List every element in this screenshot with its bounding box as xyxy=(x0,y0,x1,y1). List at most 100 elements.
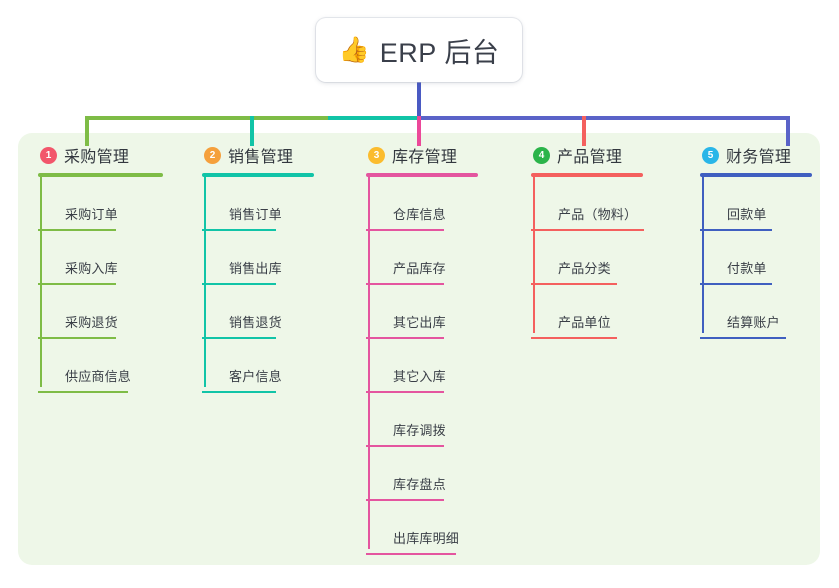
connector-drop-5 xyxy=(786,116,790,146)
node-label: 采购退货 xyxy=(65,315,118,330)
column-badge-5: 5 xyxy=(702,146,719,164)
node-label: 结算账户 xyxy=(727,315,780,330)
column-header-rule xyxy=(531,173,643,177)
column-badge-1: 1 xyxy=(40,146,57,164)
node-采购订单[interactable]: 采购订单 xyxy=(38,177,198,231)
node-label: 库存盘点 xyxy=(393,477,446,492)
connector-trunk-vertical xyxy=(417,82,421,118)
node-label: 采购订单 xyxy=(65,207,118,222)
node-销售订单[interactable]: 销售订单 xyxy=(202,177,362,231)
node-采购入库[interactable]: 采购入库 xyxy=(38,231,198,285)
column-title-label: 采购管理 xyxy=(64,149,130,166)
node-出库库明细[interactable]: 出库库明细 xyxy=(366,501,526,555)
connector-bus-green xyxy=(85,116,330,120)
connector-drop-1 xyxy=(85,116,89,146)
node-产品单位[interactable]: 产品单位 xyxy=(531,285,691,339)
node-label: 出库库明细 xyxy=(393,531,460,546)
connector-drop-4 xyxy=(582,116,586,146)
node-销售退货[interactable]: 销售退货 xyxy=(202,285,362,339)
node-rule xyxy=(531,229,644,231)
node-rule xyxy=(366,283,444,285)
column-items: 仓库信息产品库存其它出库其它入库库存调拨库存盘点出库库明细 xyxy=(366,177,526,555)
node-label: 销售出库 xyxy=(229,261,282,276)
node-rule xyxy=(531,283,617,285)
column-badge-4: 4 xyxy=(533,146,550,164)
column-title-label: 财务管理 xyxy=(726,149,792,166)
column-badge-3: 3 xyxy=(368,146,385,164)
node-label: 其它出库 xyxy=(393,315,446,330)
column-spine-line xyxy=(204,177,206,387)
node-产品库存[interactable]: 产品库存 xyxy=(366,231,526,285)
column-title-label: 销售管理 xyxy=(228,149,294,166)
column-header-3[interactable]: 3 库存管理 xyxy=(366,142,526,168)
thumbs-up-icon: 👍 xyxy=(338,35,370,64)
column-spine-line xyxy=(533,177,535,333)
node-label: 产品单位 xyxy=(558,315,611,330)
column-header-5[interactable]: 5 财务管理 xyxy=(700,142,839,168)
node-结算账户[interactable]: 结算账户 xyxy=(700,285,839,339)
node-label: 采购入库 xyxy=(65,261,118,276)
node-rule xyxy=(202,283,276,285)
column-header-rule xyxy=(202,173,314,177)
node-rule xyxy=(38,337,116,339)
column-header-rule xyxy=(366,173,478,177)
root-node-erp-backend[interactable]: 👍 ERP 后台 xyxy=(316,18,522,82)
diagram-panel xyxy=(18,133,820,565)
column-title-label: 库存管理 xyxy=(392,149,458,166)
column-items: 采购订单采购入库采购退货供应商信息 xyxy=(38,177,198,393)
column-财务管理: 5 财务管理回款单付款单结算账户 xyxy=(700,142,839,339)
column-header-rule xyxy=(700,173,812,177)
node-其它入库[interactable]: 其它入库 xyxy=(366,339,526,393)
node-rule xyxy=(38,391,128,393)
node-销售出库[interactable]: 销售出库 xyxy=(202,231,362,285)
column-header-1[interactable]: 1 采购管理 xyxy=(38,142,198,168)
node-rule xyxy=(366,499,444,501)
node-其它出库[interactable]: 其它出库 xyxy=(366,285,526,339)
column-采购管理: 1 采购管理采购订单采购入库采购退货供应商信息 xyxy=(38,142,198,393)
column-items: 回款单付款单结算账户 xyxy=(700,177,839,339)
node-label: 销售订单 xyxy=(229,207,282,222)
column-items: 产品（物料） 产品分类产品单位 xyxy=(531,177,691,339)
column-spine-line xyxy=(40,177,42,387)
node-rule xyxy=(202,229,276,231)
node-rule xyxy=(38,229,116,231)
node-rule xyxy=(366,337,444,339)
connector-drop-2 xyxy=(250,116,254,146)
node-产品（物料）[interactable]: 产品（物料） xyxy=(531,177,691,231)
node-采购退货[interactable]: 采购退货 xyxy=(38,285,198,339)
connector-bus-blue xyxy=(418,116,790,120)
node-label: 客户信息 xyxy=(229,369,282,384)
node-rule xyxy=(700,337,786,339)
node-付款单[interactable]: 付款单 xyxy=(700,231,839,285)
column-header-4[interactable]: 4 产品管理 xyxy=(531,142,691,168)
node-rule xyxy=(202,391,276,393)
node-label: 回款单 xyxy=(727,207,767,222)
node-仓库信息[interactable]: 仓库信息 xyxy=(366,177,526,231)
node-库存盘点[interactable]: 库存盘点 xyxy=(366,447,526,501)
column-spine-line xyxy=(702,177,704,333)
root-node-label: ERP 后台 xyxy=(379,37,500,68)
node-回款单[interactable]: 回款单 xyxy=(700,177,839,231)
node-label: 付款单 xyxy=(727,261,767,276)
connector-drop-3 xyxy=(417,116,421,146)
connector-bus-teal xyxy=(328,116,418,120)
node-label: 产品分类 xyxy=(558,261,611,276)
node-label: 产品（物料） xyxy=(558,207,638,222)
node-label: 供应商信息 xyxy=(65,369,132,384)
node-label: 其它入库 xyxy=(393,369,446,384)
node-客户信息[interactable]: 客户信息 xyxy=(202,339,362,393)
node-产品分类[interactable]: 产品分类 xyxy=(531,231,691,285)
column-title-label: 产品管理 xyxy=(557,149,623,166)
node-rule xyxy=(700,229,772,231)
node-rule xyxy=(202,337,276,339)
node-rule xyxy=(366,445,444,447)
node-rule xyxy=(700,283,772,285)
node-label: 销售退货 xyxy=(229,315,282,330)
node-库存调拨[interactable]: 库存调拨 xyxy=(366,393,526,447)
node-供应商信息[interactable]: 供应商信息 xyxy=(38,339,198,393)
column-items: 销售订单销售出库销售退货客户信息 xyxy=(202,177,362,393)
node-rule xyxy=(366,391,444,393)
